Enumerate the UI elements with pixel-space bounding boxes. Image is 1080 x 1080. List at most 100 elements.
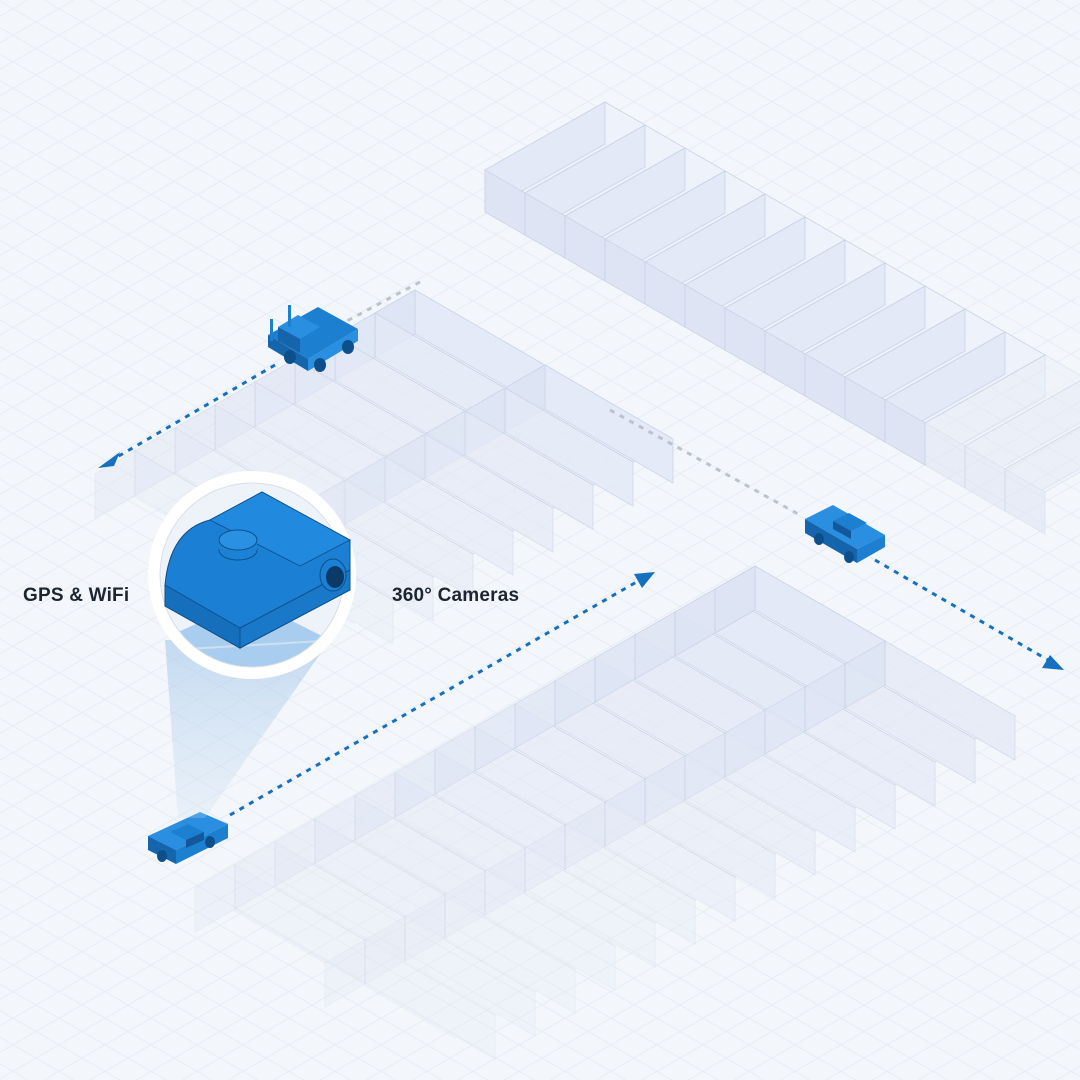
shipping-container — [334, 312, 504, 432]
grid-line — [917, 985, 1080, 1080]
grid-line — [0, 0, 489, 283]
gps-wifi-device-icon — [164, 491, 351, 649]
shipping-container — [644, 193, 806, 328]
grid-line — [0, 558, 903, 1080]
grid-line — [457, 0, 1080, 360]
grid-line — [457, 720, 1080, 1080]
container-rows — [94, 101, 1080, 1060]
grid-line — [181, 560, 1080, 1080]
grid-line — [641, 0, 1080, 254]
shipping-container — [404, 893, 576, 1014]
arrowhead-icon — [1042, 655, 1064, 670]
shipping-container — [234, 841, 406, 962]
grid-line — [0, 0, 121, 70]
grid-line — [0, 850, 397, 1080]
grid-line — [0, 797, 489, 1080]
cameras-label: 360° Cameras — [392, 585, 520, 606]
shipping-container — [444, 870, 616, 991]
shipping-container — [484, 847, 656, 968]
arrowhead-icon — [98, 452, 120, 468]
grid-line — [503, 0, 1080, 334]
grid-line — [917, 0, 1080, 95]
grid-line — [365, 667, 1080, 1080]
grid-line — [273, 613, 1080, 1080]
grid-line — [641, 826, 1080, 1080]
grid-line — [733, 879, 1080, 1080]
grid-line — [0, 744, 581, 1080]
grid-line — [549, 0, 1080, 307]
grid-line — [871, 959, 1080, 1080]
route-blue-tractor — [111, 363, 276, 462]
gps-wifi-label: GPS & WiFi — [23, 585, 130, 606]
pickup-truck-icon — [805, 505, 885, 563]
camera-lens-icon — [319, 558, 347, 592]
grid-line — [0, 0, 765, 442]
grid-line — [1009, 0, 1080, 42]
shipping-container — [524, 824, 696, 945]
grid-line — [503, 746, 1080, 1080]
grid-line — [595, 0, 1080, 281]
grid-line — [0, 1010, 121, 1080]
shipping-container — [194, 864, 366, 985]
grid-line — [89, 507, 1080, 1080]
grid-line — [1009, 1038, 1080, 1080]
shipping-container — [364, 916, 536, 1037]
pickup-truck-icon — [148, 812, 228, 864]
grid-line — [0, 0, 75, 44]
grid-line — [549, 773, 1080, 1080]
shipping-container — [324, 939, 496, 1060]
route-grey-2 — [609, 408, 801, 517]
shipping-container — [844, 308, 1006, 443]
grid-line — [687, 0, 1080, 227]
shipping-container — [684, 216, 846, 351]
grid-line — [0, 0, 673, 389]
grid-line — [0, 0, 397, 230]
grid-line — [0, 664, 719, 1080]
grid-line — [733, 0, 1080, 201]
grid-line — [0, 771, 535, 1080]
semi-tractor-icon — [268, 305, 358, 372]
grid-line — [0, 611, 811, 1080]
arrowhead-icon — [634, 572, 655, 588]
grid-line — [0, 585, 857, 1080]
shipping-container — [844, 640, 1016, 761]
shipping-container — [1004, 426, 1080, 535]
shipping-container — [374, 289, 544, 409]
grid-line — [0, 0, 581, 336]
grid-line — [319, 640, 1080, 1080]
grid-line — [0, 691, 673, 1080]
shipping-container — [564, 801, 736, 922]
grid-line — [595, 799, 1080, 1080]
grid-line — [871, 0, 1080, 121]
shipping-container — [524, 124, 686, 259]
grid-line — [135, 534, 1080, 1080]
device-callout — [148, 471, 356, 679]
grid-line — [227, 587, 1080, 1080]
grid-line — [0, 0, 351, 203]
grid-line — [963, 1012, 1080, 1080]
routes — [98, 280, 1064, 817]
shipping-container — [274, 818, 446, 939]
grid-line — [0, 0, 443, 256]
grid-line — [0, 1036, 75, 1080]
shipping-container — [924, 354, 1080, 489]
grid-line — [0, 824, 443, 1080]
grid-line — [0, 0, 627, 363]
route-blue-pickup-right — [874, 558, 1049, 662]
shipping-container — [714, 565, 886, 686]
grid-line — [0, 638, 765, 1080]
grid-line — [411, 693, 1080, 1080]
grid-line — [0, 717, 627, 1080]
shipping-container — [804, 285, 966, 420]
